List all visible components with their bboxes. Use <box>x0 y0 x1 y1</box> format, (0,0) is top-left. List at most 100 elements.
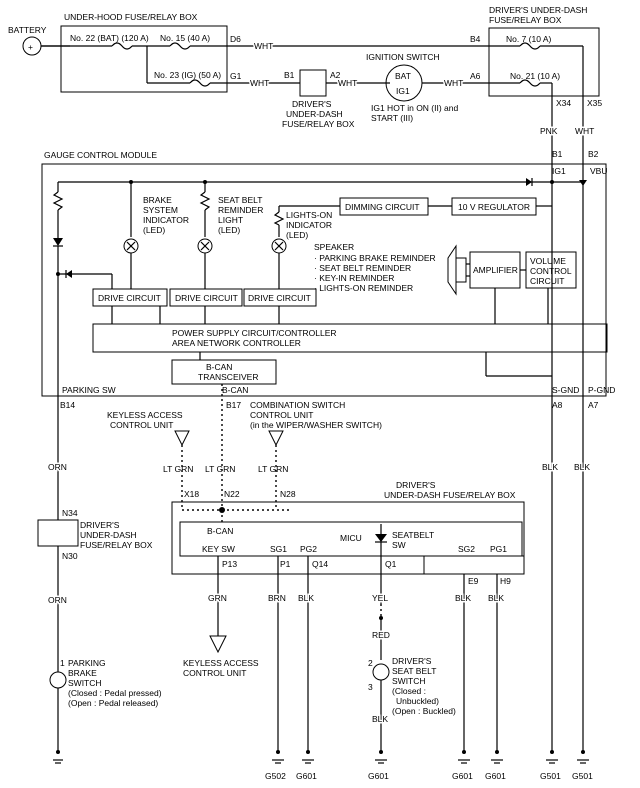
pin-n30: N30 <box>62 551 78 561</box>
pin-b1-gcm: B1 <box>552 149 563 159</box>
battery-label: BATTERY <box>8 25 47 35</box>
parking-brake-4: (Closed : Pedal pressed) <box>68 688 162 698</box>
keyless-unit-icon <box>174 430 190 447</box>
wire-wht-g1: WHT <box>250 78 269 88</box>
wire-blk-a8: BLK <box>542 462 558 472</box>
pin-n34: N34 <box>62 508 78 518</box>
wire-wht-d6: WHT <box>254 41 273 51</box>
battery-plus-icon: + <box>28 42 33 52</box>
combo-unit-3: (in the WIPER/WASHER SWITCH) <box>250 420 382 430</box>
pin-x18: X18 <box>184 489 199 499</box>
pin-b14: B14 <box>60 400 75 410</box>
fuse-7-icon <box>519 42 541 50</box>
belt-light-2: REMINDER <box>218 205 263 215</box>
ground-g601-a: G601 <box>296 750 317 781</box>
pin-h9: H9 <box>500 576 511 586</box>
gauge-control-module <box>41 163 607 397</box>
micu-label: MICU <box>340 533 362 543</box>
brake-ind-4: (LED) <box>143 225 165 235</box>
volume-3: CIRCUIT <box>530 276 564 286</box>
pin-x35: X35 <box>587 98 602 108</box>
ground-label-3: G601 <box>368 771 389 781</box>
wire-grn: GRN <box>208 593 227 603</box>
drive-circuit-1 <box>92 288 168 307</box>
resistor-icon <box>52 191 64 211</box>
wire-wht-ig1: WHT <box>444 78 463 88</box>
lights-on-1: LIGHTS-ON <box>286 210 332 220</box>
pin-q1: Q1 <box>385 559 397 569</box>
pin-d6: D6 <box>230 34 241 44</box>
key-sw-label: KEY SW <box>202 544 235 554</box>
wire-wht-a2: WHT <box>338 78 357 88</box>
amplifier-label: AMPLIFIER <box>473 265 518 275</box>
pin-b17: B17 <box>226 400 241 410</box>
belt-light-1: SEAT BELT <box>218 195 262 205</box>
diode-vbu-icon <box>579 180 587 186</box>
wire-ltgrn-2: LT GRN <box>205 464 235 474</box>
seat-belt-sw-3: SWITCH <box>392 676 426 686</box>
ground-label-7: G501 <box>572 771 593 781</box>
ducfrb-left-1: DRIVER'S <box>80 520 120 530</box>
wire-ltgrn-1: LT GRN <box>163 464 193 474</box>
seat-belt-sw-1: DRIVER'S <box>392 656 432 666</box>
parking-sw-label: PARKING SW <box>62 385 116 395</box>
power-supply-2: AREA NETWORK CONTROLLER <box>172 338 301 348</box>
pb-pin1: 1 <box>60 658 65 668</box>
wire-ltgrn-3: LT GRN <box>258 464 288 474</box>
drive-circuit-2 <box>169 288 243 307</box>
ducfrb-mid-2: UNDER-DASH FUSE/RELAY BOX <box>384 490 516 500</box>
gcm-title: GAUGE CONTROL MODULE <box>44 150 157 160</box>
pin-x34: X34 <box>556 98 571 108</box>
wire-orn-2: ORN <box>48 595 67 605</box>
underhood-title: UNDER-HOOD FUSE/RELAY BOX <box>64 12 198 22</box>
wire-blk-q14: BLK <box>298 593 314 603</box>
brake-ind-2: SYSTEM <box>143 205 178 215</box>
ign-ig1: IG1 <box>396 86 410 96</box>
pin-b4: B4 <box>470 34 481 44</box>
ground-label-4: G601 <box>452 771 473 781</box>
keyless-bottom-1: KEYLESS ACCESS <box>183 658 259 668</box>
parking-brake-1: PARKING <box>68 658 106 668</box>
fuse-23-icon <box>189 79 211 87</box>
pin-p13: P13 <box>222 559 237 569</box>
small-ducfrb-3: FUSE/RELAY BOX <box>282 119 355 129</box>
resistor-lights-icon <box>273 211 285 226</box>
ducfrb-left-3: FUSE/RELAY BOX <box>80 540 153 550</box>
s-gnd-label: S-GND <box>552 385 579 395</box>
sb-pin2: 2 <box>368 658 373 668</box>
power-supply-controller <box>92 323 608 353</box>
parking-brake-2: BRAKE <box>68 668 97 678</box>
pin-a7: A7 <box>588 400 599 410</box>
speaker-icon <box>447 244 457 296</box>
pin-a2: A2 <box>330 70 341 80</box>
parking-brake-5: (Open : Pedal released) <box>68 698 158 708</box>
fuse-22-icon <box>111 42 133 50</box>
p-gnd-label: P-GND <box>588 385 615 395</box>
keyless-unit-2: CONTROL UNIT <box>110 420 173 430</box>
seat-belt-switch-icon <box>372 663 390 681</box>
pin-vbu-gcm: VBU <box>590 166 607 176</box>
pin-a8: A8 <box>552 400 563 410</box>
small-ducfrb-1: DRIVER'S <box>292 99 332 109</box>
wire-yel: YEL <box>372 593 388 603</box>
volume-1: VOLUME <box>530 256 566 266</box>
combo-unit-1: COMBINATION SWITCH <box>250 400 345 410</box>
b-can-label: B-CAN <box>222 385 248 395</box>
pin-g1: G1 <box>230 71 242 81</box>
fuse-21-icon <box>519 79 541 87</box>
pin-a6: A6 <box>470 71 481 81</box>
wire-blk-h9: BLK <box>488 593 504 603</box>
brake-ind-3: INDICATOR <box>143 215 189 225</box>
speaker-item-4: · LIGHTS-ON REMINDER <box>314 283 413 293</box>
speaker-item-2: · SEAT BELT REMINDER <box>314 263 411 273</box>
ground-label-6: G501 <box>540 771 561 781</box>
seatbelt-sw-1: SEATBELT <box>392 530 434 540</box>
ground-g501-a: G501 <box>540 750 561 781</box>
bcan-tx-1: B-CAN <box>206 362 232 372</box>
ground-g502: G502 <box>265 750 286 781</box>
keyless-bottom-icon <box>209 635 227 654</box>
small-ducfrb-2: UNDER-DASH <box>286 109 343 119</box>
bcan-tx-2: TRANSCEIVER <box>198 372 258 382</box>
keyless-unit-1: KEYLESS ACCESS <box>107 410 183 420</box>
speaker-item-1: · PARKING BRAKE REMINDER <box>314 253 436 263</box>
